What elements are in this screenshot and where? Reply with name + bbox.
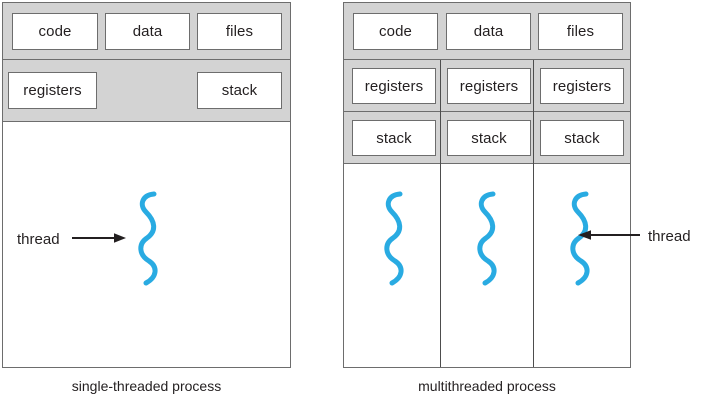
right-thread-annotation-label: thread (648, 228, 691, 245)
right-thread-squiggle-1 (384, 191, 404, 286)
right-diagram-caption: multithreaded process (418, 378, 556, 394)
right-thread-squiggle-3 (570, 191, 590, 286)
single-threaded-process-diagram: code data files registers stack thread (2, 2, 291, 368)
left-thread-annotation-label: thread (17, 231, 60, 248)
right-box-data: data (446, 13, 531, 50)
right-box-stack-3: stack (540, 120, 624, 156)
right-thread-squiggle-2 (477, 191, 497, 286)
right-box-stack-1: stack (352, 120, 436, 156)
right-column-divider-2 (533, 60, 534, 367)
left-resource-band: code data files (3, 3, 290, 60)
right-box-code: code (353, 13, 438, 50)
right-box-files: files (538, 13, 623, 50)
right-resource-band: code data files (344, 3, 630, 60)
right-column-divider-1 (440, 60, 441, 367)
left-thread-squiggle (138, 191, 158, 286)
right-box-stack-2: stack (447, 120, 531, 156)
left-box-stack: stack (197, 72, 282, 109)
right-stack-band: stack stack stack (344, 112, 630, 164)
right-thread-arrow-icon (578, 230, 640, 240)
left-box-code: code (12, 13, 98, 50)
multithreaded-process-diagram: code data files registers registers regi… (343, 2, 631, 368)
right-box-registers-1: registers (352, 68, 436, 104)
right-box-registers-3: registers (540, 68, 624, 104)
left-box-files: files (197, 13, 282, 50)
left-thread-state-band: registers stack (3, 60, 290, 122)
right-box-registers-2: registers (447, 68, 531, 104)
right-registers-band: registers registers registers (344, 60, 630, 112)
left-thread-arrow-icon (72, 233, 126, 243)
left-diagram-caption: single-threaded process (71, 378, 222, 394)
left-box-registers: registers (8, 72, 97, 109)
left-box-data: data (105, 13, 190, 50)
